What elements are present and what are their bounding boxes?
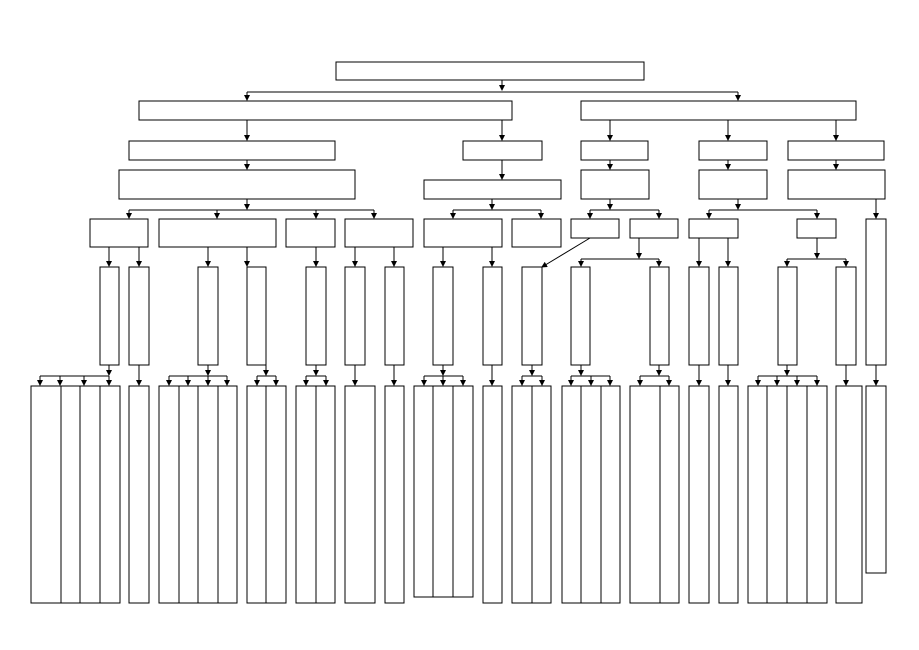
level4-box — [423, 218, 503, 248]
level1-box-right — [580, 100, 857, 121]
leaf-column — [79, 385, 101, 604]
connector-diagonal-arrow — [541, 237, 591, 268]
level5-column — [344, 266, 366, 366]
leaf-column — [865, 385, 887, 574]
leaf-column — [413, 385, 434, 598]
level5-column — [432, 266, 454, 366]
leaf-column — [128, 385, 150, 604]
leaf-column — [265, 385, 287, 604]
level5-column — [99, 266, 120, 366]
leaf-column — [659, 385, 680, 604]
level3-box — [423, 179, 562, 200]
level5-column — [197, 266, 219, 366]
level4-box — [344, 218, 414, 248]
level5-column — [305, 266, 327, 366]
level3-box — [698, 169, 768, 200]
level2-box — [698, 140, 768, 161]
level3-box — [580, 169, 650, 200]
level5-column — [128, 266, 150, 366]
leaf-column — [246, 385, 267, 604]
leaf-column — [531, 385, 552, 604]
level4-box — [629, 218, 679, 239]
leaf-column — [835, 385, 863, 604]
leaf-column — [60, 385, 81, 604]
level5-column — [718, 266, 739, 366]
level4-box — [158, 218, 277, 248]
leaf-column — [158, 385, 180, 604]
level2-box — [462, 140, 543, 161]
leaf-column — [561, 385, 582, 604]
level5-column — [570, 266, 591, 366]
leaf-column — [580, 385, 602, 604]
leaf-column — [344, 385, 376, 604]
level2-box — [580, 140, 649, 161]
level5-column — [384, 266, 405, 366]
leaf-column — [766, 385, 788, 604]
leaf-column — [315, 385, 336, 604]
level4-box — [688, 218, 739, 239]
leaf-column — [295, 385, 317, 604]
leaf-column — [600, 385, 621, 604]
level3-box — [118, 169, 356, 200]
level5-column — [777, 266, 798, 366]
leaf-column — [178, 385, 199, 604]
level5-column — [246, 266, 267, 366]
leaf-column — [432, 385, 454, 598]
root-box — [335, 61, 645, 81]
leaf-column — [482, 385, 503, 604]
leaf-column — [511, 385, 533, 604]
level5-column — [835, 266, 857, 366]
level4-box — [796, 218, 837, 239]
level4-box — [511, 218, 562, 248]
level1-box-left — [138, 100, 513, 121]
leaf-column — [806, 385, 828, 604]
level4-box — [570, 218, 620, 239]
leaf-column — [217, 385, 238, 604]
level4-box — [89, 218, 149, 248]
level2-box — [128, 140, 336, 161]
leaf-column — [747, 385, 768, 604]
level4-column-box — [865, 218, 887, 366]
level5-column — [649, 266, 670, 366]
level5-column — [688, 266, 710, 366]
leaf-column — [30, 385, 62, 604]
leaf-column — [718, 385, 739, 604]
leaf-column — [99, 385, 121, 604]
leaf-column — [197, 385, 219, 604]
level2-box — [787, 140, 885, 161]
level3-box — [787, 169, 886, 200]
leaf-column — [786, 385, 808, 604]
leaf-column — [384, 385, 405, 604]
leaf-column — [629, 385, 661, 604]
level5-column — [482, 266, 503, 366]
leaf-column — [688, 385, 710, 604]
leaf-column — [452, 385, 474, 598]
level5-column — [521, 266, 543, 366]
level4-box — [285, 218, 336, 248]
